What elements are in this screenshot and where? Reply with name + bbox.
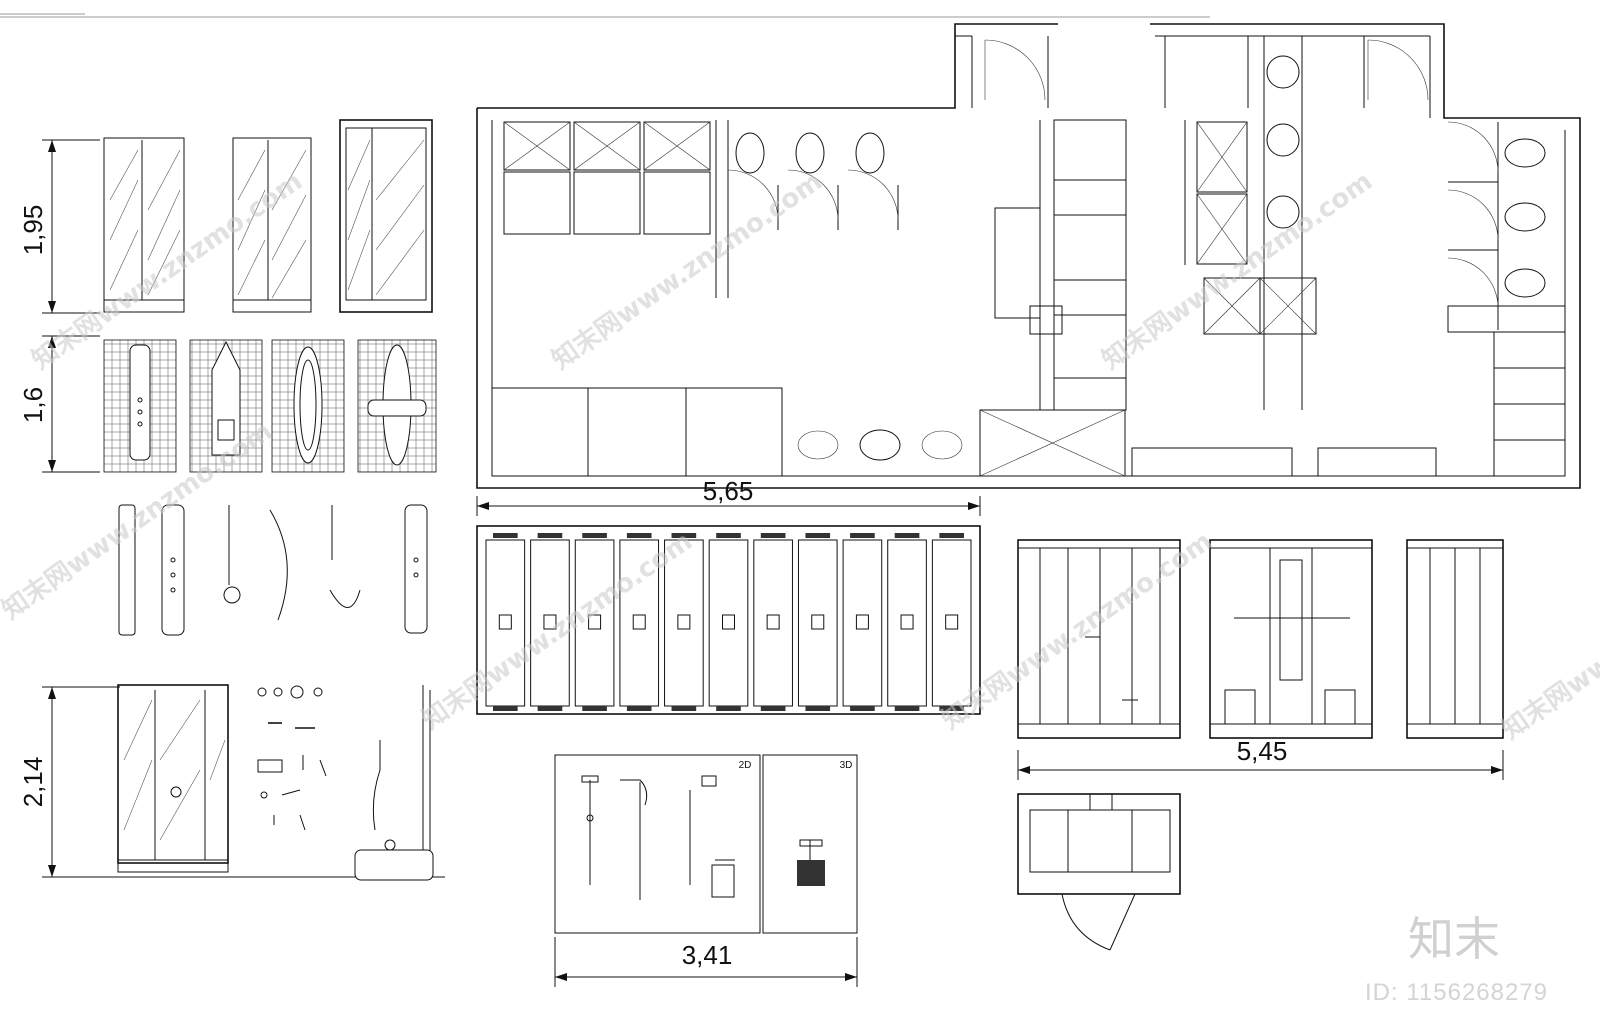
shower-enclosure-elevation-1 bbox=[103, 137, 185, 313]
dimension-5-45: 5,45 bbox=[1017, 736, 1504, 780]
shower-column-set bbox=[118, 504, 428, 636]
shower-cabin-open bbox=[1209, 539, 1373, 739]
locker-vent bbox=[894, 533, 920, 538]
locker-door bbox=[708, 539, 749, 707]
dim-label-1-95: 1,95 bbox=[18, 205, 48, 256]
locker-vent bbox=[493, 533, 518, 538]
locker-lock bbox=[632, 614, 646, 630]
shower-enclosure-elevation-3 bbox=[339, 119, 433, 313]
locker-door bbox=[753, 539, 793, 707]
shower-panel-tile-1 bbox=[103, 339, 177, 473]
watermark-text-4: 知末网www.znzmo.com bbox=[417, 526, 698, 735]
watermark-text-6: 知末网www.znzmo.com bbox=[1097, 166, 1378, 375]
dimension-1-95: 1,95 bbox=[18, 139, 100, 314]
locker-lock bbox=[543, 614, 557, 630]
locker-vent bbox=[493, 706, 518, 711]
locker-vent bbox=[537, 706, 563, 711]
locker-vent bbox=[805, 533, 831, 538]
watermark-text-7: 知末网www.znzmo.com bbox=[1497, 536, 1600, 745]
dim-label-2-14: 2,14 bbox=[18, 757, 48, 808]
bathtub-with-shower-elevation bbox=[354, 685, 434, 881]
locker-lock bbox=[498, 614, 512, 630]
shower-panel-tile-3 bbox=[271, 339, 345, 473]
locker-door bbox=[797, 539, 838, 707]
locker-vent bbox=[716, 533, 741, 538]
locker-vent bbox=[850, 533, 875, 538]
shower-cabin-front bbox=[1017, 539, 1181, 739]
shower-enclosure-elevation-2 bbox=[232, 137, 312, 313]
dimension-2-14: 2,14 bbox=[18, 686, 445, 878]
locker-vent bbox=[626, 533, 652, 538]
corner-shower-elevation bbox=[117, 684, 229, 873]
dim-label-5-65: 5,65 bbox=[703, 476, 754, 506]
mixers-panel-2d: 2D bbox=[554, 754, 761, 934]
watermark-pattern: 知末网www.znzmo.com 知末网www.znzmo.com 知末网www… bbox=[0, 166, 1600, 745]
mixers-panel-3d: 3D bbox=[762, 754, 858, 934]
locker-lock bbox=[855, 614, 869, 630]
locker-row-elevation bbox=[476, 525, 981, 715]
panel-label-2d: 2D bbox=[739, 760, 752, 771]
locker-vent bbox=[671, 706, 697, 711]
locker-lock bbox=[900, 614, 914, 630]
locker-vent bbox=[939, 706, 964, 711]
locker-vent bbox=[582, 706, 607, 711]
dim-label-3-41: 3,41 bbox=[682, 940, 733, 970]
watermark-text-3: 知末网www.znzmo.com bbox=[547, 166, 828, 375]
locker-lock bbox=[811, 614, 825, 630]
locker-vent bbox=[805, 706, 831, 711]
shower-panel-tile-2 bbox=[189, 339, 263, 473]
locker-vent bbox=[671, 533, 697, 538]
locker-door bbox=[931, 539, 972, 707]
shower-cabin-side bbox=[1406, 539, 1504, 739]
dimension-5-65: 5,65 bbox=[476, 476, 981, 516]
locker-lock bbox=[945, 614, 959, 630]
shower-panel-tile-4 bbox=[357, 339, 437, 473]
locker-lock bbox=[766, 614, 780, 630]
locker-vent bbox=[894, 706, 920, 711]
locker-vent bbox=[850, 706, 875, 711]
faucet-fittings-set bbox=[257, 685, 327, 831]
shower-cabin-plan bbox=[1017, 793, 1181, 951]
locker-lock bbox=[677, 614, 691, 630]
locker-doors bbox=[485, 533, 972, 711]
locker-vent bbox=[716, 706, 741, 711]
floor-plan bbox=[476, 23, 1581, 489]
watermark-logo: 知末 ID: 1156268279 bbox=[1365, 912, 1548, 1006]
locker-lock bbox=[722, 614, 735, 630]
locker-vent bbox=[939, 533, 964, 538]
locker-vent bbox=[582, 533, 607, 538]
locker-door bbox=[842, 539, 883, 707]
dimension-3-41: 3,41 bbox=[554, 937, 858, 987]
dim-label-5-45: 5,45 bbox=[1237, 736, 1288, 766]
locker-vent bbox=[760, 706, 786, 711]
dim-label-1-6: 1,6 bbox=[18, 387, 48, 423]
locker-lock bbox=[588, 614, 602, 630]
locker-vent bbox=[760, 533, 786, 538]
watermark-text-5: 知末网www.znzmo.com bbox=[937, 526, 1218, 735]
top-border bbox=[0, 13, 1210, 18]
logo-text: 知末 bbox=[1408, 912, 1500, 966]
locker-vent bbox=[626, 706, 652, 711]
panel-label-3d: 3D bbox=[840, 760, 853, 771]
locker-vent bbox=[537, 533, 563, 538]
id-text: ID: 1156268279 bbox=[1365, 979, 1548, 1006]
locker-door bbox=[887, 539, 927, 707]
dimension-1-6: 1,6 bbox=[18, 335, 100, 473]
